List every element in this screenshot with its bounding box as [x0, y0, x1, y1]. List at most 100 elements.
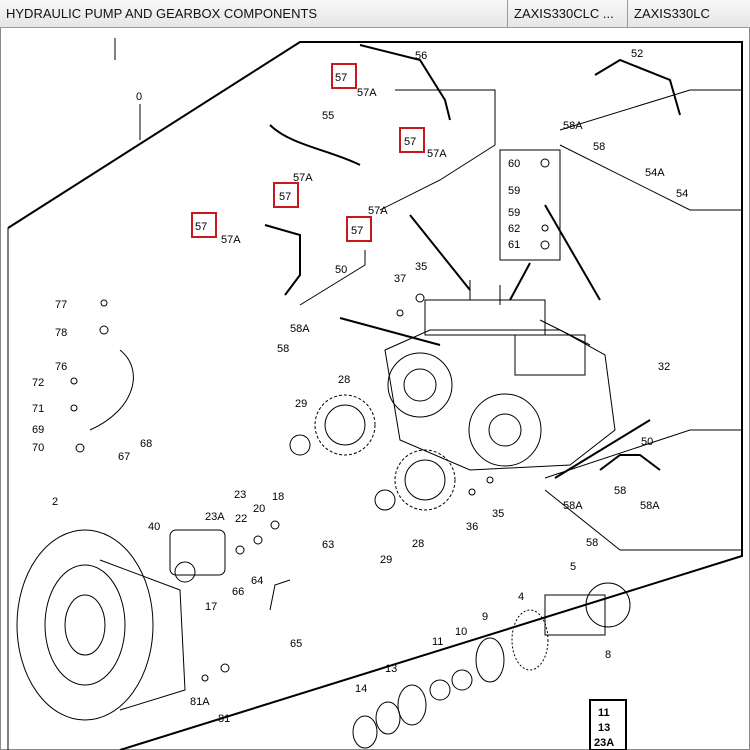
charge-pump-17[interactable] — [169, 529, 226, 583]
label-36[interactable]: 36 — [466, 521, 478, 533]
shaft-assembly[interactable] — [352, 582, 631, 749]
highlight-57-e[interactable] — [346, 216, 372, 242]
label-58a-b[interactable]: 58A — [290, 323, 310, 335]
model-tab-zaxis330clc[interactable]: ZAXIS330CLC ... — [508, 0, 628, 27]
label-59-b[interactable]: 59 — [508, 207, 520, 219]
label-9[interactable]: 9 — [482, 611, 488, 623]
callout-11[interactable]: 11 — [598, 707, 610, 719]
label-63[interactable]: 63 — [322, 539, 334, 551]
label-11[interactable]: 11 — [432, 636, 443, 648]
pipe-lines — [89, 44, 681, 611]
label-81a[interactable]: 81A — [190, 696, 210, 708]
highlight-57-b[interactable] — [399, 127, 425, 153]
label-54[interactable]: 54 — [676, 188, 688, 200]
label-67[interactable]: 67 — [118, 451, 130, 463]
page-title: HYDRAULIC PUMP AND GEARBOX COMPONENTS — [0, 0, 508, 27]
label-29-lower[interactable]: 29 — [380, 554, 392, 566]
label-57-d[interactable]: 57 — [195, 221, 207, 233]
assembly-outline — [7, 41, 743, 750]
label-66[interactable]: 66 — [232, 586, 244, 598]
label-23a[interactable]: 23A — [205, 511, 225, 523]
label-57-e[interactable]: 57 — [351, 225, 363, 237]
fasteners — [70, 158, 550, 682]
label-57-b[interactable]: 57 — [404, 136, 416, 148]
highlight-57-a[interactable] — [331, 63, 357, 89]
highlight-57-d[interactable] — [191, 212, 217, 238]
label-56[interactable]: 56 — [415, 50, 427, 62]
label-64[interactable]: 64 — [251, 575, 263, 587]
label-50-lower[interactable]: 50 — [641, 436, 653, 448]
label-28-upper[interactable]: 28 — [338, 374, 350, 386]
gearbox-housing[interactable] — [16, 529, 186, 721]
sub-panel-outlines — [299, 89, 742, 551]
label-5[interactable]: 5 — [570, 561, 576, 573]
label-58-c[interactable]: 58 — [614, 485, 626, 497]
label-59-a[interactable]: 59 — [508, 185, 520, 197]
label-58a-a[interactable]: 58A — [563, 120, 583, 132]
ring-29-lower[interactable] — [374, 489, 396, 511]
label-28-lower[interactable]: 28 — [412, 538, 424, 550]
label-72[interactable]: 72 — [32, 377, 44, 389]
label-35-a[interactable]: 35 — [415, 261, 427, 273]
label-57-c[interactable]: 57 — [279, 191, 291, 203]
highlight-57-c[interactable] — [273, 182, 299, 208]
label-13[interactable]: 13 — [385, 663, 397, 675]
label-23[interactable]: 23 — [234, 489, 246, 501]
header-bar: HYDRAULIC PUMP AND GEARBOX COMPONENTS ZA… — [0, 0, 750, 28]
label-57a-a[interactable]: 57A — [357, 87, 377, 99]
label-40[interactable]: 40 — [148, 521, 160, 533]
label-4[interactable]: 4 — [518, 591, 524, 603]
label-81[interactable]: 81 — [218, 713, 230, 725]
label-37[interactable]: 37 — [394, 273, 406, 285]
label-58a-d[interactable]: 58A — [640, 500, 660, 512]
parts-diagram: 0 2 4 5 8 9 10 11 13 14 17 18 20 22 23 2… — [7, 38, 743, 750]
part-labels: 0 2 4 5 8 9 10 11 13 14 17 18 20 22 23 2… — [32, 48, 688, 749]
gear-28-upper[interactable] — [314, 394, 376, 456]
label-32[interactable]: 32 — [658, 361, 670, 373]
leader-lines — [114, 38, 651, 479]
label-70[interactable]: 70 — [32, 442, 44, 454]
label-52[interactable]: 52 — [631, 48, 643, 60]
label-18[interactable]: 18 — [272, 491, 284, 503]
callout-23a[interactable]: 23A — [594, 737, 614, 749]
label-22[interactable]: 22 — [235, 513, 247, 525]
label-57a-d[interactable]: 57A — [221, 234, 241, 246]
callout-box — [589, 699, 627, 750]
label-55[interactable]: 55 — [322, 110, 334, 122]
callout-13[interactable]: 13 — [598, 722, 610, 734]
label-58a-c[interactable]: 58A — [563, 500, 583, 512]
label-58-a[interactable]: 58 — [593, 141, 605, 153]
label-50-upper[interactable]: 50 — [335, 264, 347, 276]
label-78[interactable]: 78 — [55, 327, 67, 339]
label-68[interactable]: 68 — [140, 438, 152, 450]
highlight-boxes-57 — [191, 63, 425, 242]
label-17[interactable]: 17 — [205, 601, 217, 613]
label-29-upper[interactable]: 29 — [295, 398, 307, 410]
label-62[interactable]: 62 — [508, 223, 520, 235]
label-0[interactable]: 0 — [136, 91, 142, 103]
label-35-b[interactable]: 35 — [492, 508, 504, 520]
label-61[interactable]: 61 — [508, 239, 520, 251]
label-57a-b[interactable]: 57A — [427, 148, 447, 160]
hydraulic-pump[interactable] — [384, 280, 616, 471]
label-65[interactable]: 65 — [290, 638, 302, 650]
label-57a-c[interactable]: 57A — [293, 172, 313, 184]
label-14[interactable]: 14 — [355, 683, 367, 695]
label-57a-e[interactable]: 57A — [368, 205, 388, 217]
model-tab-zaxis330lc[interactable]: ZAXIS330LC — [634, 6, 710, 21]
label-54a[interactable]: 54A — [645, 167, 665, 179]
label-2[interactable]: 2 — [52, 496, 58, 508]
label-10[interactable]: 10 — [455, 626, 467, 638]
label-60[interactable]: 60 — [508, 158, 520, 170]
label-77[interactable]: 77 — [55, 299, 67, 311]
gear-28-lower[interactable] — [394, 449, 456, 511]
label-58-d[interactable]: 58 — [586, 537, 598, 549]
label-20[interactable]: 20 — [253, 503, 265, 515]
label-8[interactable]: 8 — [605, 649, 611, 661]
label-71[interactable]: 71 — [32, 403, 44, 415]
label-69[interactable]: 69 — [32, 424, 44, 436]
ring-29-upper[interactable] — [289, 434, 311, 456]
label-76[interactable]: 76 — [55, 361, 67, 373]
label-57-a[interactable]: 57 — [335, 72, 347, 84]
label-58-b[interactable]: 58 — [277, 343, 289, 355]
